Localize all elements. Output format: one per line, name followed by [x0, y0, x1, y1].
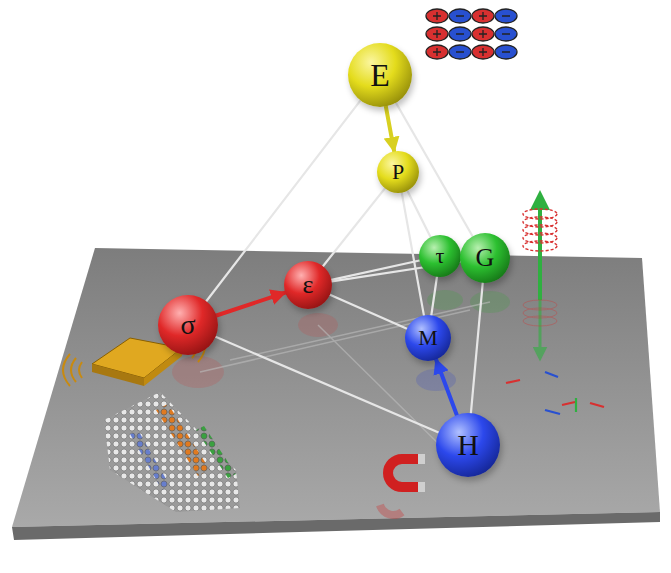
- sphere-node: M: [405, 315, 451, 361]
- sphere-node: E: [348, 43, 412, 107]
- reflection: [416, 369, 456, 391]
- node-letter: σ: [180, 311, 195, 339]
- coupling-arrow: [216, 293, 285, 316]
- magnet: [380, 454, 425, 515]
- coupling-arrow: [386, 106, 394, 151]
- crystal-lattice: [104, 392, 240, 512]
- coupling-line: [407, 191, 430, 237]
- plane-edge: [12, 512, 660, 540]
- coil-arrow: [523, 200, 557, 354]
- coupling-arrow: [436, 360, 457, 415]
- node-letter: P: [392, 161, 404, 183]
- coupling-line: [206, 100, 360, 301]
- sphere-node: H: [436, 413, 500, 477]
- sphere-node: τ: [419, 235, 461, 277]
- coupling-line: [330, 295, 407, 329]
- node-letter: E: [370, 59, 390, 91]
- dipole-lattice: [426, 9, 517, 59]
- coupling-line: [471, 283, 483, 413]
- sphere-node: ε: [284, 261, 332, 309]
- node-letter: τ: [436, 245, 445, 267]
- coupling-line: [331, 261, 419, 280]
- coupling-line: [323, 188, 385, 266]
- sphere-node: P: [377, 151, 419, 193]
- sphere-node: G: [460, 233, 510, 283]
- spin-sticks: [506, 372, 604, 414]
- ground-plane: [12, 248, 660, 527]
- coupling-line: [431, 277, 437, 315]
- node-letter: G: [476, 245, 495, 271]
- node-letter: M: [418, 327, 438, 349]
- node-letter: ε: [303, 272, 314, 298]
- sphere-node: σ: [158, 295, 218, 355]
- node-letter: H: [457, 430, 479, 460]
- coupling-line: [216, 337, 439, 433]
